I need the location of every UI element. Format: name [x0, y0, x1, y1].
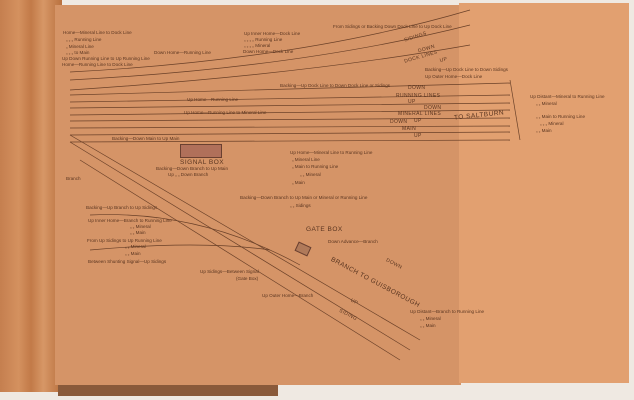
track-line — [89, 214, 301, 266]
track-line — [69, 109, 511, 116]
label: Backing—Down Branch to Up Main or Minera… — [240, 195, 368, 200]
label: Up Home—Running Line — [187, 97, 239, 102]
track-line — [69, 141, 411, 351]
label: Up Outer Home—Dock Line — [425, 74, 483, 79]
label: Up Distant—Mineral to Running Line — [530, 94, 605, 99]
label: „ Main to Running Line — [292, 164, 339, 169]
track-label: DOWN — [390, 119, 408, 125]
diagram-sheet-fold — [459, 3, 629, 383]
label: Down Advance—Branch — [328, 239, 378, 244]
label: „ „ Mineral — [420, 316, 441, 321]
label: „ „ Mineral — [300, 172, 321, 177]
label: Up Sidings—Between Signal — [200, 269, 259, 274]
label: From Sidings or Backing Down Dock Line t… — [333, 24, 452, 29]
track-line — [79, 159, 401, 361]
track-line — [69, 125, 511, 129]
gate-box-title: GATE BOX — [306, 226, 343, 233]
label: „ „ „ Running Line — [66, 37, 102, 42]
label: Up Inner Home—Branch to Running Line — [88, 218, 172, 223]
track-line — [69, 102, 511, 109]
label: Branch — [66, 176, 81, 181]
track-line — [509, 79, 521, 141]
label: „ „ Mineral — [130, 224, 151, 229]
signal-box-title: SIGNAL BOX — [180, 159, 225, 166]
label: Up Home—Running Line to Mineral Line — [184, 110, 267, 115]
label: „ Main — [292, 180, 305, 185]
signal-box-icon — [180, 144, 222, 158]
label: Backing—Up Dock Line to Down Sidings — [425, 67, 508, 72]
track-label: UP — [414, 133, 422, 139]
label: „ „ „ „ Running Line — [244, 37, 283, 42]
track-line — [69, 117, 511, 122]
track-line — [69, 24, 471, 81]
label: „ „ Main to Running Line — [536, 114, 586, 119]
label: „ „ Main — [125, 251, 141, 256]
label: „ „ Main — [536, 128, 552, 133]
track-line — [69, 82, 511, 96]
label: Up Home—Mineral Line to Running Line — [290, 150, 373, 155]
track-line — [69, 134, 421, 341]
label: Home—Mineral Line to Dock Line — [63, 30, 132, 35]
track-label: UP — [408, 99, 416, 105]
diagram-sheet — [55, 5, 461, 385]
label: „ Mineral Line — [66, 44, 94, 49]
track-label: UP — [414, 118, 422, 124]
track-line — [69, 9, 471, 73]
track-line — [69, 139, 511, 143]
label: „ „ „ „ Mineral — [244, 43, 271, 48]
label: „ Mineral Line — [292, 157, 320, 162]
label: Backing—Down Branch to Up Main — [156, 166, 229, 171]
label: Up Outer Home—Branch — [262, 293, 314, 298]
book-spine — [0, 0, 62, 392]
label: „ „ Mineral — [125, 244, 146, 249]
track-label: MAIN — [402, 126, 417, 132]
label: Up „ „ Down Branch — [168, 172, 209, 177]
track-line — [69, 131, 511, 136]
label: „ „ Main — [420, 323, 436, 328]
label: From Up Sidings to Up Running Line — [87, 238, 162, 243]
track-line — [89, 244, 271, 251]
label: Between Shunting Signal—Up Sidings — [88, 259, 167, 264]
label: Backing—Up Branch to Up Sidings — [86, 205, 158, 210]
track-line — [69, 94, 511, 103]
label: „ „ „ to Main — [66, 50, 90, 55]
label: (Gate Box) — [236, 276, 259, 281]
track-label: DOWN — [424, 105, 442, 111]
label: Down Home—Dock Line — [243, 49, 294, 54]
label: Backing—Up Dock Line to Down Dock Line o… — [280, 83, 391, 88]
label: „ „ „ Mineral — [540, 121, 564, 126]
label: „ „ Sidings — [290, 203, 311, 208]
label: Up Distant—Branch to Running Line — [410, 309, 485, 314]
track-label: DOWN — [408, 85, 426, 91]
label: „ „ Mineral — [536, 101, 557, 106]
track-label: MINERAL LINES — [398, 111, 442, 117]
track-label: RUNNING LINES — [396, 93, 441, 99]
track-line — [69, 44, 471, 91]
label: Up Inner Home—Dock Line — [244, 31, 301, 36]
label: Up Down Running Line to Up Running Line — [62, 56, 150, 61]
label: Home—Running Line to Dock Line — [62, 62, 133, 67]
label: Down Home—Running Line — [154, 50, 211, 55]
label: „ „ Main — [130, 230, 146, 235]
label: Backing—Down Main to Up Main — [112, 136, 180, 141]
